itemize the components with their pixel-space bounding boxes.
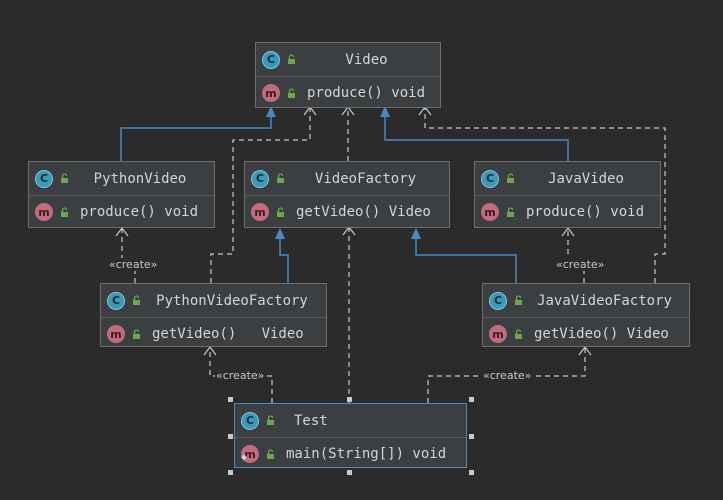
open-arrow-pythonvideofactory [203,346,217,356]
edge-pythonvideo-video[interactable] [120,116,272,161]
dependency-edges [121,107,666,403]
method-icon: m [262,84,280,102]
edge-javavideofactory-javavideo[interactable] [567,228,585,283]
method-row[interactable]: m produce() void [475,196,660,228]
create-label: «create» [555,258,606,271]
resize-handle-top-left[interactable] [228,397,233,402]
method-row[interactable]: m getVideo() Video [101,318,326,350]
resize-handle-bottom[interactable] [347,470,352,475]
class-name: PythonVideoFactory [156,292,308,309]
method-signature: getVideo() Video [296,204,431,220]
resize-handle-left[interactable] [228,434,233,439]
edge-javavideofactory-video[interactable] [424,107,666,283]
class-name: Video [345,51,388,68]
lock-open-icon [288,87,295,98]
lock-open-icon [507,206,514,217]
resize-handle-bottom-left[interactable] [228,470,233,475]
method-signature: getVideo() Video [534,326,669,342]
class-java-video[interactable]: C JavaVideo m produce() void [474,161,661,228]
create-label: «create» [108,258,159,271]
lock-open-icon [277,173,284,183]
method-row[interactable]: m getVideo() Video [483,318,689,350]
create-label: «create» [215,369,266,382]
lock-open-icon [267,448,274,459]
class-name: VideoFactory [314,170,417,187]
class-name: Test [294,412,328,429]
open-arrow-pythonvideo [115,227,129,237]
resize-handle-right[interactable] [469,434,474,439]
class-header: C Video [256,43,440,77]
method-signature: produce() void [80,204,199,220]
method-row[interactable]: m produce() void [256,77,440,109]
resize-handle-bottom-right[interactable] [469,470,474,475]
lock-open-icon [515,328,522,339]
method-icon: m [251,203,269,221]
class-python-video[interactable]: C PythonVideo m produce() void [28,161,215,228]
class-header: C Test [235,404,466,438]
inheritance-arrowheads [266,106,421,239]
lock-open-icon [61,173,68,183]
lock-open-icon [507,173,514,183]
class-java-video-factory[interactable]: C JavaVideoFactory m getVideo() Video [482,283,690,347]
class-icon: C [107,291,125,310]
lock-open-icon [133,295,140,305]
method-icon: m [481,203,499,221]
class-video-factory[interactable]: C VideoFactory m getVideo() Video [244,161,450,228]
class-icon: C [262,50,280,69]
arrowhead-video-right [380,106,390,117]
method-signature: getVideo() Video [152,326,304,342]
method-icon: m [241,445,259,463]
lock-open-icon [267,415,274,425]
edge-pythonvideofactory-pythonvideo[interactable] [121,228,136,283]
method-signature: produce() void [526,204,645,220]
open-arrow-javavideofactory [578,346,592,356]
class-icon: C [481,169,499,188]
class-header: C PythonVideo [29,162,214,196]
arrowhead-videofactory-left [275,228,285,239]
class-name: JavaVideo [548,170,624,187]
class-header: C PythonVideoFactory [101,284,326,318]
edge-test-javavideofactory[interactable] [427,347,586,403]
class-header: C JavaVideoFactory [483,284,689,318]
lock-open-icon [61,206,68,217]
method-icon: m [489,325,507,343]
class-name: PythonVideo [93,170,187,187]
method-row[interactable]: m produce() void [29,196,214,228]
method-signature: produce() void [307,85,426,101]
class-python-video-factory[interactable]: C PythonVideoFactory m getVideo() Video [100,283,327,347]
create-label: «create» [482,369,533,382]
inheritance-edges [120,116,569,283]
method-row[interactable]: m main(String[]) void [235,438,466,470]
class-header: C VideoFactory [245,162,449,196]
method-row[interactable]: m getVideo() Video [245,196,449,228]
edge-javavideo-video[interactable] [384,116,569,161]
class-icon: C [251,169,269,188]
open-arrow-javavideo [561,227,575,237]
resize-handle-top[interactable] [347,397,352,402]
class-icon: C [35,169,53,188]
edge-pythonvideofactory-video[interactable] [210,107,311,283]
class-header: C JavaVideo [475,162,660,196]
edge-javavideofactory-videofactory[interactable] [415,238,517,283]
class-name: JavaVideoFactory [537,292,672,309]
arrowhead-videofactory-right [411,228,421,239]
method-signature: main(String[]) void [286,446,447,462]
arrowhead-video-left [266,106,276,117]
runnable-class-icon: C [241,411,259,430]
edge-pythonvideofactory-videofactory[interactable] [279,238,289,283]
lock-open-icon [515,295,522,305]
class-video[interactable]: C Video m produce() void [255,42,441,108]
method-icon: m [107,325,125,343]
lock-open-icon [277,206,284,217]
lock-open-icon [288,54,295,64]
method-icon: m [35,203,53,221]
lock-open-icon [133,328,140,339]
class-icon: C [489,291,507,310]
diamond-icon: ◆ [241,452,248,463]
class-test[interactable]: C Test m main(String[]) void ◆ [234,403,467,468]
resize-handle-top-right[interactable] [469,397,474,402]
